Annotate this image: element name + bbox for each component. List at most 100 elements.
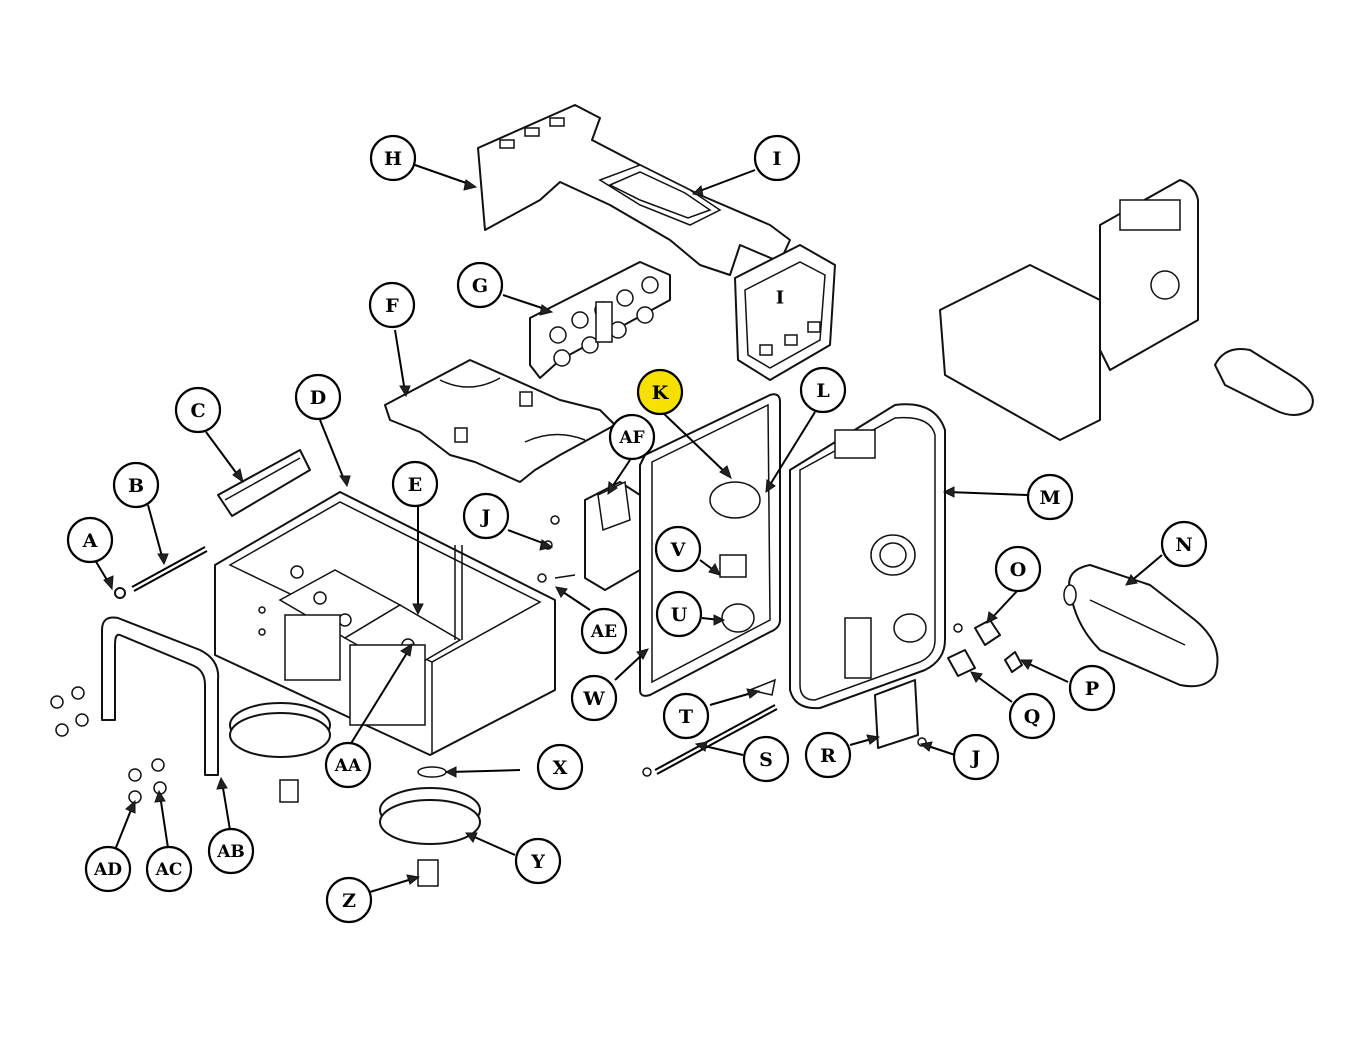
- callout-a: A: [66, 516, 114, 564]
- callout-circle: [1160, 520, 1208, 568]
- callout-label: J: [970, 747, 981, 769]
- callout-label: T: [679, 706, 693, 728]
- callout-circle: [145, 845, 193, 893]
- callout-circle: [804, 731, 852, 779]
- callout-circle: [654, 525, 702, 573]
- callout-label: AE: [590, 622, 617, 642]
- callout-label: G: [472, 275, 488, 297]
- small-bracket-part: [217, 449, 311, 517]
- callout-t: T: [662, 692, 710, 740]
- callout-label: W: [582, 688, 605, 710]
- callout-circle: [994, 545, 1042, 593]
- motor-part: [1063, 564, 1219, 688]
- insulator-plate-part: [384, 359, 616, 483]
- callout-circle: [325, 876, 373, 924]
- callout-l: L: [799, 366, 847, 414]
- callout-o: O: [994, 545, 1042, 593]
- callout-label: D: [310, 387, 326, 409]
- callout-circle: [324, 741, 372, 789]
- callout-label: E: [408, 474, 422, 496]
- callout-circle: [207, 827, 255, 875]
- callout-circle: [1068, 664, 1116, 712]
- callout-circle: [580, 607, 628, 655]
- callout-circle: [514, 837, 562, 885]
- callout-circle: [66, 516, 114, 564]
- callout-k: K: [636, 368, 684, 416]
- callout-circle: [112, 461, 160, 509]
- callout-label-i2: I: [776, 288, 784, 309]
- callout-label: B: [128, 475, 144, 497]
- disc-parts: [229, 702, 481, 887]
- callout-label: X: [553, 757, 568, 779]
- enclosure-part: [789, 403, 946, 710]
- callout-m: M: [1026, 473, 1074, 521]
- callout-circle: [1026, 473, 1074, 521]
- callout-label: A: [82, 530, 98, 552]
- callout-label: R: [820, 745, 836, 767]
- terminal-board-part: [529, 261, 671, 379]
- callout-d: D: [294, 373, 342, 421]
- callout-ae: AE: [580, 607, 628, 655]
- callout-label: Q: [1024, 706, 1041, 728]
- parts-illustration: [50, 104, 1314, 887]
- callout-h: H: [369, 134, 417, 182]
- callout-circle: [369, 134, 417, 182]
- callout-ab: AB: [207, 827, 255, 875]
- callout-af: AF: [608, 413, 656, 461]
- callout-e: E: [391, 460, 439, 508]
- callout-circle: [662, 692, 710, 740]
- nut-part: [114, 587, 126, 599]
- fittings-part: [917, 619, 1023, 747]
- callout-circle: [368, 281, 416, 329]
- callout-circle: [536, 743, 584, 791]
- callout-label: AA: [334, 756, 362, 776]
- callout-i1: I: [753, 134, 801, 182]
- callout-x: X: [536, 743, 584, 791]
- shaft-part: [654, 704, 776, 771]
- callout-circle: [799, 366, 847, 414]
- callout-circle: [1008, 692, 1056, 740]
- callout-label: L: [816, 380, 829, 402]
- callout-label: Y: [530, 851, 545, 873]
- callout-label: M: [1039, 487, 1060, 509]
- callout-j1: J: [462, 492, 510, 540]
- callout-label: H: [384, 148, 402, 170]
- callout-circle: [608, 413, 656, 461]
- callout-aa: AA: [324, 741, 372, 789]
- callout-circle: [456, 261, 504, 309]
- callout-ac: AC: [145, 845, 193, 893]
- callout-circle: [294, 373, 342, 421]
- handle-part: [101, 616, 220, 776]
- callout-z: Z: [325, 876, 373, 924]
- main-housing-part: [214, 491, 556, 756]
- callout-label: S: [759, 749, 773, 771]
- callout-label: N: [1175, 534, 1192, 556]
- callout-w: W: [570, 674, 618, 722]
- callout-label: C: [190, 400, 205, 422]
- callout-ad: AD: [84, 845, 132, 893]
- callout-c: C: [174, 386, 222, 434]
- callout-circle: [655, 590, 703, 638]
- callout-circle: [84, 845, 132, 893]
- callout-circle: [462, 492, 510, 540]
- callout-circle: [742, 735, 790, 783]
- callout-circle: [391, 460, 439, 508]
- callout-s: S: [742, 735, 790, 783]
- callout-circle: [570, 674, 618, 722]
- callout-label: F: [385, 295, 399, 317]
- mounting-bracket-part: [874, 679, 919, 749]
- callout-label: I: [773, 148, 782, 170]
- callout-circle: [952, 733, 1000, 781]
- callout-v: V: [654, 525, 702, 573]
- callout-label: AC: [155, 860, 183, 880]
- callout-q: Q: [1008, 692, 1056, 740]
- nuts-part: [50, 686, 167, 804]
- callout-circle: [636, 368, 684, 416]
- callout-label: AD: [93, 860, 122, 880]
- callout-j2: J: [952, 733, 1000, 781]
- callout-circle: [753, 134, 801, 182]
- assembled-view: [939, 179, 1314, 441]
- callout-f: F: [368, 281, 416, 329]
